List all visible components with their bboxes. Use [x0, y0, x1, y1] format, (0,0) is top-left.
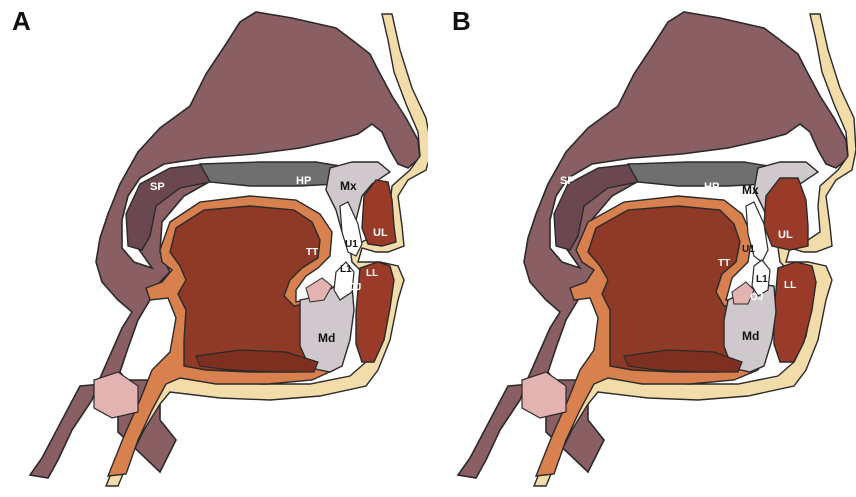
sagittal-head-diagram-b: SP HP Mx UL U1 TT L1 LL OJ Md [428, 0, 856, 497]
label-mx: Mx [340, 179, 357, 193]
label-sp: SP [150, 181, 165, 193]
label-tt: TT [718, 258, 730, 269]
label-ul: UL [778, 229, 793, 241]
panel-b: B SP HP Mx UL U1 TT L1 LL OJ Md [428, 0, 856, 497]
label-l1: L1 [756, 274, 768, 285]
sagittal-head-diagram-a: SP HP Mx UL U1 TT L1 LL OJ Md [0, 0, 428, 497]
label-md: Md [318, 331, 335, 345]
label-ll: LL [366, 268, 378, 279]
label-sp: SP [560, 175, 575, 187]
hyoid-bone [94, 372, 138, 418]
label-mx: Mx [742, 183, 759, 197]
label-oj: OJ [750, 292, 763, 303]
label-hp: HP [296, 175, 311, 187]
label-ul: UL [373, 227, 388, 239]
label-ll: LL [784, 280, 796, 291]
label-l1: L1 [340, 264, 352, 275]
panel-a: A SP HP Mx UL U1 TT [0, 0, 428, 497]
label-md: Md [742, 329, 759, 343]
label-hp: HP [704, 181, 719, 193]
label-tt: TT [306, 247, 318, 258]
label-u1: U1 [345, 239, 358, 250]
hard-palate [200, 162, 340, 186]
hyoid-bone [522, 372, 566, 418]
label-u1: U1 [742, 244, 755, 255]
label-oj: OJ [348, 282, 361, 293]
